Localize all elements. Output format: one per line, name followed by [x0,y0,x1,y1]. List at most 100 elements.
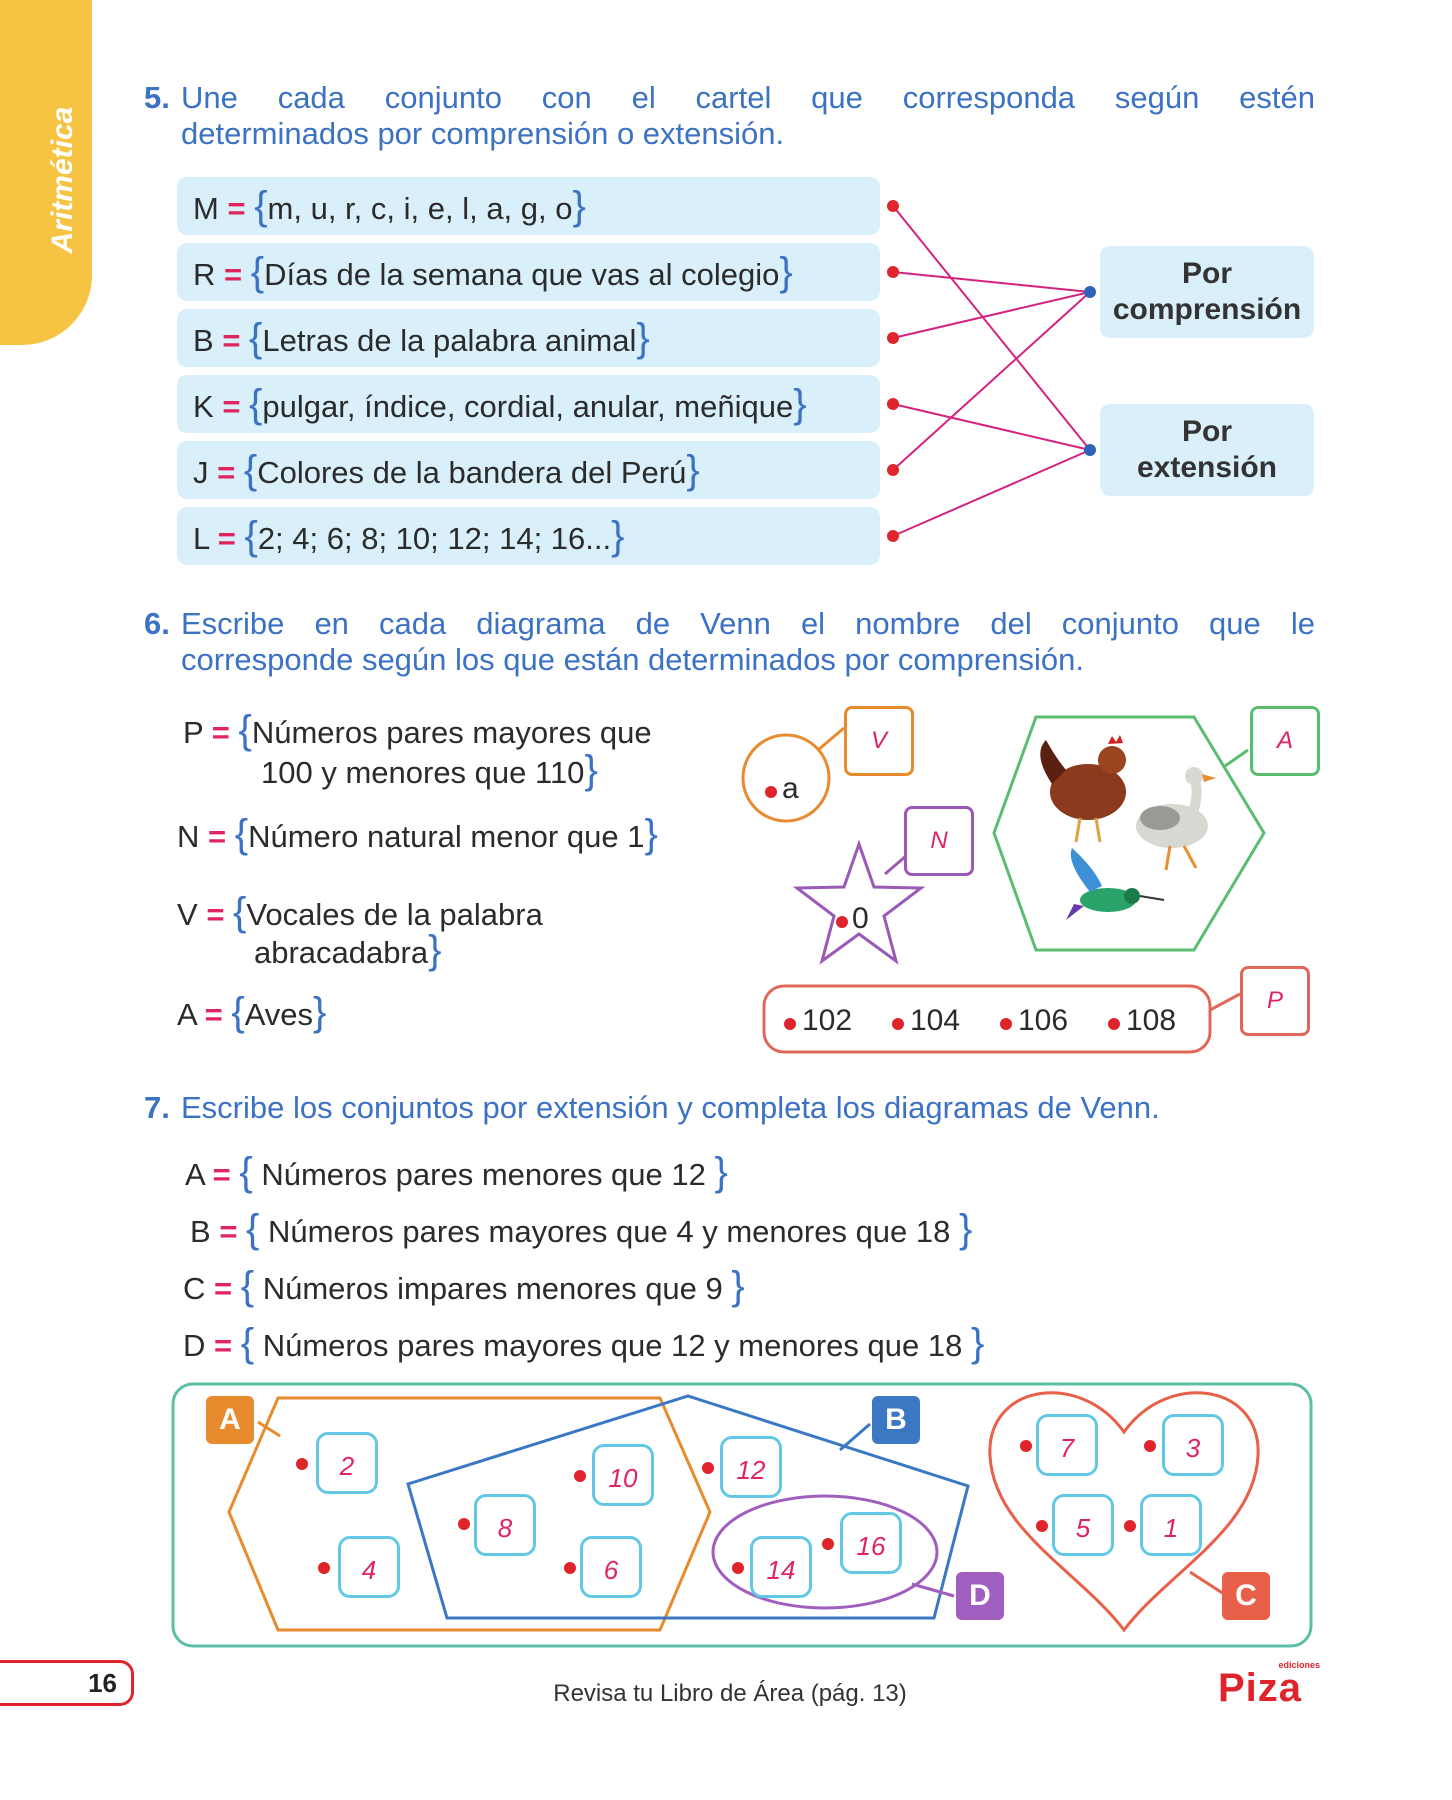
set-content: 2; 4; 6; 8; 10; 12; 14; 16... [257,521,612,556]
q6-def-a: A = {Aves} [177,990,326,1035]
close-brace: } [428,928,442,972]
q5-line1: Une cada conjunto con el cartel que corr… [181,80,1315,115]
def-line2: 100 y menores que 110 [261,755,585,790]
open-brace: { [233,890,247,934]
set-box-b: B = {Letras de la palabra animal} [177,309,880,367]
label-extension-line2: extensión [1136,451,1278,484]
equals-sign: = [204,997,223,1032]
q7-number: 7. [144,1090,170,1125]
open-brace: { [234,812,249,856]
element-dot [564,1562,576,1574]
q6-line2: corresponde según los que están determin… [181,642,1084,677]
label-comprension-line1: Por [1181,257,1232,290]
connector-dot-extension[interactable] [1084,444,1096,456]
set-name: A [185,1157,204,1192]
venn-label-a: A [206,1396,254,1444]
q6-def-p-cont: 100 y menores que 110} [261,748,598,793]
footer-text: Revisa tu Libro de Área (pág. 13) [553,1680,907,1707]
set-name: R [193,257,216,292]
open-brace: { [239,1150,253,1194]
connector-dot-comprension[interactable] [1084,286,1096,298]
connector-dot[interactable] [887,398,899,410]
number-box[interactable]: 2 [316,1432,378,1494]
equals-sign: = [227,191,246,226]
set-name: P [183,715,204,750]
set-box-l: L = {2; 4; 6; 8; 10; 12; 14; 16...} [177,507,880,565]
set-name: D [183,1328,206,1363]
number-box[interactable]: 5 [1052,1494,1114,1556]
q7-def-c: C = { Números impares menores que 9 } [183,1264,745,1309]
equals-sign: = [224,257,243,292]
set-name: J [193,455,209,490]
venn-star [792,839,926,965]
q5-number: 5. [144,80,170,115]
close-brace: } [779,250,793,294]
set-name: C [183,1271,206,1306]
close-brace: } [572,184,586,228]
q7-line1: Escribe los conjuntos por extensión y co… [181,1090,1160,1125]
connector-dot[interactable] [887,464,899,476]
element-dot [836,916,848,928]
q6-number: 6. [144,606,170,641]
connector-dot[interactable] [887,332,899,344]
rect-element: 106 [1018,1004,1069,1037]
number-box[interactable]: 16 [840,1512,902,1574]
number-box[interactable]: 8 [474,1494,536,1556]
def-line2: abracadabra [254,935,429,970]
set-name: V [177,897,198,932]
hen-image [1040,735,1126,843]
number-box[interactable]: 14 [750,1536,812,1598]
element-dot [765,786,777,798]
def-line1: Número natural menor que 1 [248,819,645,854]
def-line1: Aves [244,997,314,1032]
q6-diagram-shapes [741,715,1266,1054]
set-box-k: K = {pulgar, índice, cordial, anular, me… [177,375,880,433]
tag-circle[interactable]: V [844,706,914,776]
element-dot [318,1562,330,1574]
number-box[interactable]: 3 [1162,1414,1224,1476]
label-por-comprension[interactable]: Por comprensión [1100,246,1314,338]
close-brace: } [611,514,625,558]
open-brace: { [249,382,263,426]
set-box-r: R = {Días de la semana que vas al colegi… [177,243,880,301]
connector-dot[interactable] [887,530,899,542]
number-box[interactable]: 12 [720,1436,782,1498]
tag-hexagon[interactable]: A [1250,706,1320,776]
venn-frame [171,1382,1313,1648]
element-dot [1036,1520,1048,1532]
connector-dot[interactable] [887,266,899,278]
number-box[interactable]: 4 [338,1536,400,1598]
q6-def-p: P = {Números pares mayores que [183,708,652,753]
number-box[interactable]: 1 [1140,1494,1202,1556]
label-por-extension[interactable]: Por extensión [1100,404,1314,496]
open-brace: { [246,1207,260,1251]
element-dot [784,1018,796,1030]
def-content: Números pares mayores que 12 y menores q… [262,1328,963,1363]
venn-c-shape [988,1391,1260,1633]
venn-d-shape [711,1494,939,1610]
number-box[interactable]: 6 [580,1536,642,1598]
label-comprension-line2: comprensión [1112,293,1302,326]
q6-line1: Escribe en cada diagrama de Venn el nomb… [181,606,1315,641]
venn-a-shape [227,1396,712,1632]
element-dot [1020,1440,1032,1452]
element-dot [574,1470,586,1482]
set-name: M [193,191,219,226]
open-brace: { [240,1321,255,1365]
set-name: K [193,389,214,424]
equals-sign: = [222,389,241,424]
number-box[interactable]: 10 [592,1444,654,1506]
number-box[interactable]: 7 [1036,1414,1098,1476]
q7-def-a: A = { Números pares menores que 12 } [185,1150,728,1195]
q5-line2: determinados por comprensión o extensión… [181,116,785,151]
connector-dot[interactable] [887,200,899,212]
def-line1: Números pares mayores que [251,715,652,750]
publisher-logo: ediciones Piza [1218,1660,1322,1710]
close-brace: } [686,448,700,492]
venn-b-shape [406,1394,970,1620]
set-content: m, u, r, c, i, e, l, a, g, o [267,191,573,226]
tag-rect[interactable]: P [1240,966,1310,1036]
element-dot [296,1458,308,1470]
rect-element: 102 [802,1004,853,1037]
tag-star[interactable]: N [904,806,974,876]
